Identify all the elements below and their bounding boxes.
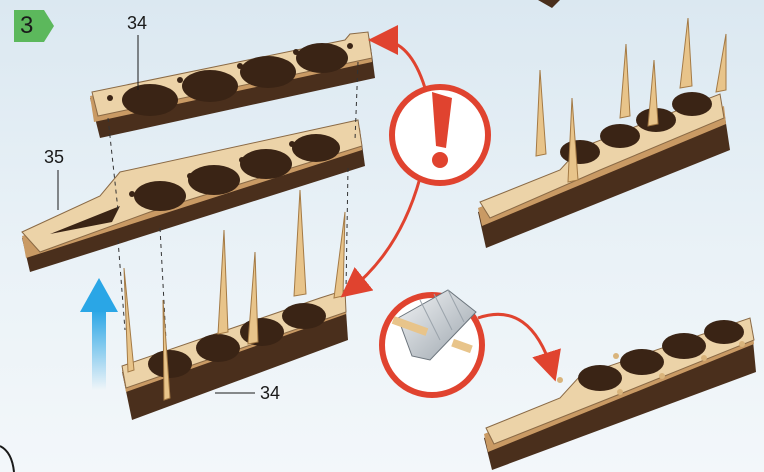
top-plate-34	[90, 31, 375, 138]
alignment-guides	[107, 61, 359, 341]
callout-leaders	[57, 35, 255, 394]
trim-callout	[379, 289, 561, 398]
exclamation-icon	[432, 92, 452, 168]
callout-top-plate: 34	[127, 13, 148, 33]
dowel-pins	[123, 189, 346, 401]
assembled-stack-trimmed	[484, 317, 756, 470]
callout-middle-plate: 35	[44, 147, 65, 167]
step-badge-shape	[14, 10, 54, 42]
bottom-plate-34	[121, 189, 348, 420]
partial-ring	[0, 445, 15, 472]
assembled-stack-with-dowels	[478, 17, 730, 248]
middle-plate-35	[21, 119, 365, 272]
partial-piece-top	[538, 0, 560, 8]
step-number: 3	[20, 12, 34, 39]
warning-callout	[340, 25, 491, 298]
callout-bottom-plate: 34	[260, 383, 281, 403]
up-arrow-icon	[80, 278, 118, 390]
utility-knife-icon	[391, 289, 477, 361]
